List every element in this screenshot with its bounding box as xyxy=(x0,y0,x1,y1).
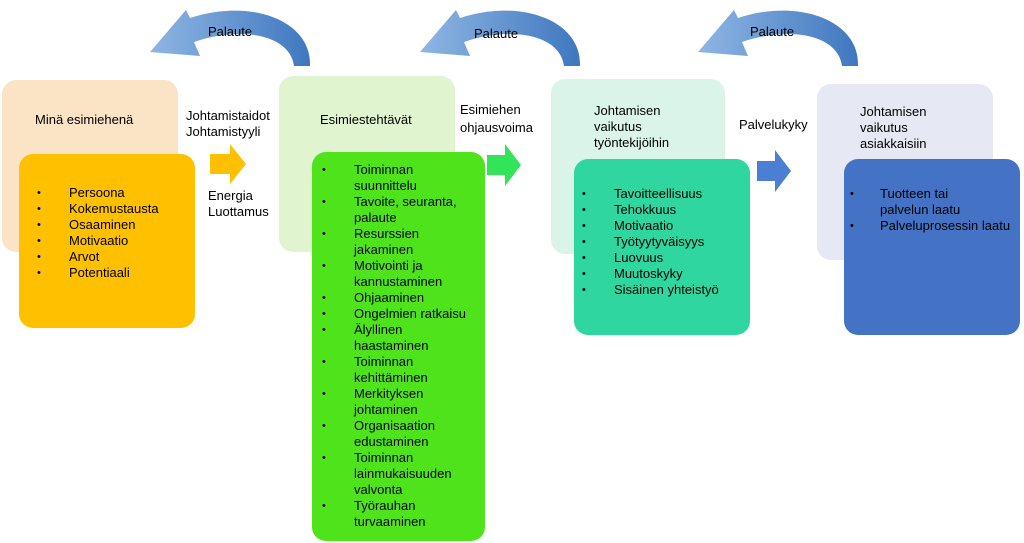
stage3-item: Luovuus xyxy=(582,250,719,266)
stage1-title: Minä esimiehenä xyxy=(35,112,134,127)
stage3-item: Tehokkuus xyxy=(582,202,719,218)
feedback-label-2: Palaute xyxy=(474,26,519,41)
stage3-item: Työtyytyväisyys xyxy=(582,234,719,250)
connector1-label-2: Johtamistyyli xyxy=(186,124,261,139)
stage2-item: Tavoite, seuranta,palaute xyxy=(322,194,466,226)
stage1-item: Motivaatio xyxy=(37,233,159,249)
connector3-arrow-icon xyxy=(757,150,791,192)
stage4-title: Johtamisen vaikutus asiakkaisiin xyxy=(860,104,927,151)
stage1-item: Kokemustausta xyxy=(37,201,159,217)
feedback-label-1: Palaute xyxy=(208,24,253,39)
stage1-item: Arvot xyxy=(37,249,159,265)
stage3-item-list: Tavoitteellisuus Tehokkuus Motivaatio Ty… xyxy=(582,186,719,298)
stage1-item: Osaaminen xyxy=(37,217,159,233)
connector2-arrow-icon xyxy=(487,144,521,186)
stage2-item: Ongelmien ratkaisu xyxy=(322,306,466,322)
stage3-item: Tavoitteellisuus xyxy=(582,186,719,202)
connector2-label-2: ohjausvoima xyxy=(460,120,533,135)
connector1-label-3: Energia xyxy=(208,188,253,203)
stage1-item: Persoona xyxy=(37,185,159,201)
stage4-item: Palveluprosessin laatu xyxy=(850,218,1010,234)
stage3-title: Johtamisen vaikutus työntekijöihin xyxy=(594,103,670,150)
connector1-arrow-icon xyxy=(210,144,246,184)
stage3-item: Sisäinen yhteistyö xyxy=(582,282,719,298)
connector2-label-1: Esimiehen xyxy=(460,102,521,117)
stage2-title: Esimiestehtävät xyxy=(320,112,412,127)
stage2-item: Ohjaaminen xyxy=(322,290,466,306)
stage1-item: Potentiaali xyxy=(37,265,159,281)
connector1-label-1: Johtamistaidot xyxy=(186,108,270,123)
stage3-item: Motivaatio xyxy=(582,218,719,234)
feedback-label-3: Palaute xyxy=(750,24,795,39)
connector1-label-4: Luottamus xyxy=(208,204,269,219)
stage1-item-list: Persoona Kokemustausta Osaaminen Motivaa… xyxy=(37,185,159,281)
stage3-item: Muutoskyky xyxy=(582,266,719,282)
connector3-label-1: Palvelukyky xyxy=(739,117,808,132)
